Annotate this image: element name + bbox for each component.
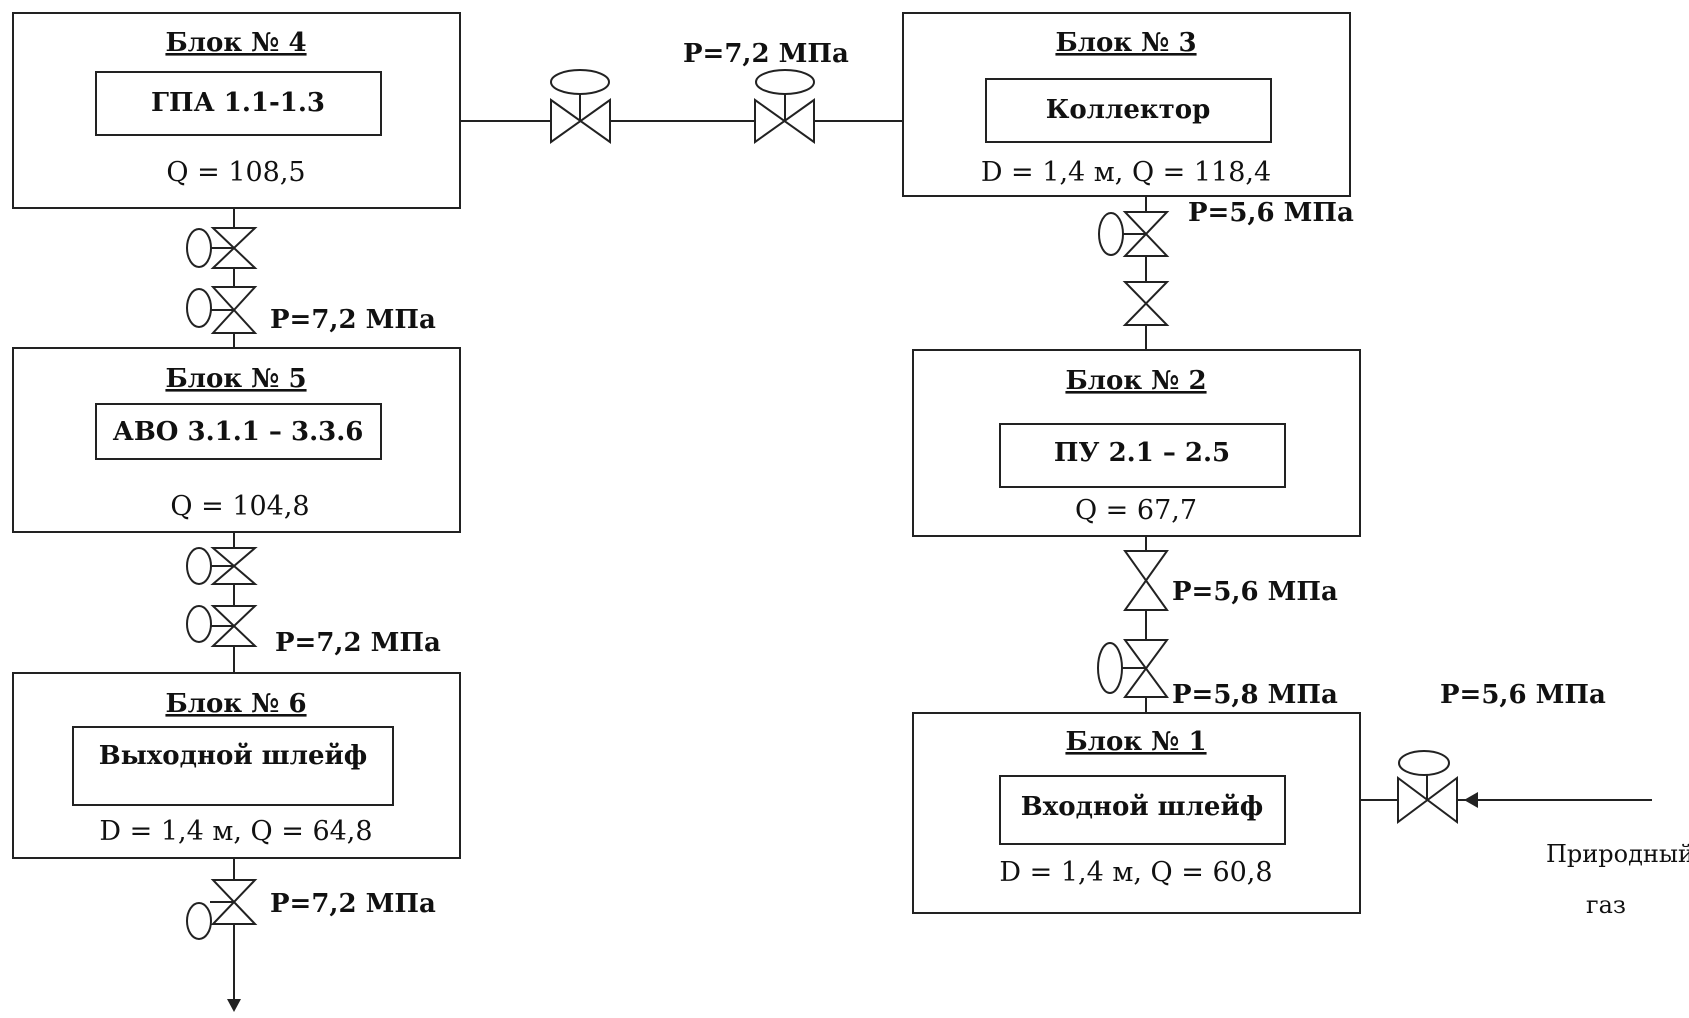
valve-icon — [1097, 639, 1169, 698]
pressure-label: P=7,2 МПа — [683, 39, 849, 69]
block-title: Блок № 1 — [1065, 727, 1206, 757]
block-unit-label: Выходной шлейф — [99, 741, 367, 771]
block-params: D = 1,4 м, Q = 64,8 — [99, 816, 372, 847]
block-4: Блок № 4 ГПА 1.1-1.3 Q = 108,5 — [12, 12, 461, 209]
pressure-label: P=5,6 МПа — [1172, 577, 1338, 607]
block-3: Блок № 3 Коллектор D = 1,4 м, Q = 118,4 — [902, 12, 1351, 197]
gas-source-label: Природный — [1546, 840, 1689, 868]
block-title: Блок № 3 — [1055, 28, 1196, 58]
valve-icon — [754, 69, 815, 144]
block-6: Блок № 6 Выходной шлейф D = 1,4 м, Q = 6… — [12, 672, 461, 859]
pressure-label: P=5,6 МПа — [1440, 680, 1606, 710]
pressure-label: P=7,2 МПа — [270, 305, 436, 335]
valve-icon — [1397, 750, 1458, 824]
block-unit-label: Входной шлейф — [1021, 792, 1263, 822]
block-params: Q = 104,8 — [170, 491, 309, 522]
valve-icon — [186, 879, 258, 940]
valve-icon — [1098, 211, 1170, 257]
block-unit-label: ГПА 1.1-1.3 — [151, 88, 325, 118]
block-unit-label: ПУ 2.1 – 2.5 — [1054, 438, 1230, 468]
valve-icon — [186, 227, 258, 269]
block-params: D = 1,4 м, Q = 60,8 — [999, 857, 1272, 888]
block-title: Блок № 4 — [165, 28, 306, 58]
block-2: Блок № 2 ПУ 2.1 – 2.5 Q = 67,7 — [912, 349, 1361, 537]
valve-icon — [550, 69, 611, 144]
block-5: Блок № 5 АВО 3.1.1 – 3.3.6 Q = 104,8 — [12, 347, 461, 533]
pressure-label: P=7,2 МПа — [275, 628, 441, 658]
block-params: Q = 108,5 — [166, 157, 305, 188]
gas-source-label: газ — [1586, 891, 1626, 919]
pressure-label: P=7,2 МПа — [270, 889, 436, 919]
block-title: Блок № 5 — [165, 364, 306, 394]
block-unit-label: АВО 3.1.1 – 3.3.6 — [113, 417, 364, 447]
pressure-label: P=5,6 МПа — [1188, 198, 1354, 228]
valve-icon — [186, 605, 258, 647]
block-params: D = 1,4 м, Q = 118,4 — [981, 157, 1271, 188]
block-unit-label: Коллектор — [1046, 95, 1211, 125]
valve-icon — [186, 547, 258, 585]
inlet-arrow-icon — [1464, 792, 1478, 808]
block-title: Блок № 2 — [1065, 366, 1206, 396]
block-title: Блок № 6 — [165, 689, 306, 719]
pressure-label: P=5,8 МПа — [1172, 680, 1338, 710]
valve-icon — [1123, 550, 1169, 611]
valve-icon — [1122, 281, 1170, 326]
block-1: Блок № 1 Входной шлейф D = 1,4 м, Q = 60… — [912, 712, 1361, 914]
outlet-arrow-icon — [227, 999, 241, 1012]
block-params: Q = 67,7 — [1075, 495, 1197, 526]
valve-icon — [186, 286, 258, 334]
